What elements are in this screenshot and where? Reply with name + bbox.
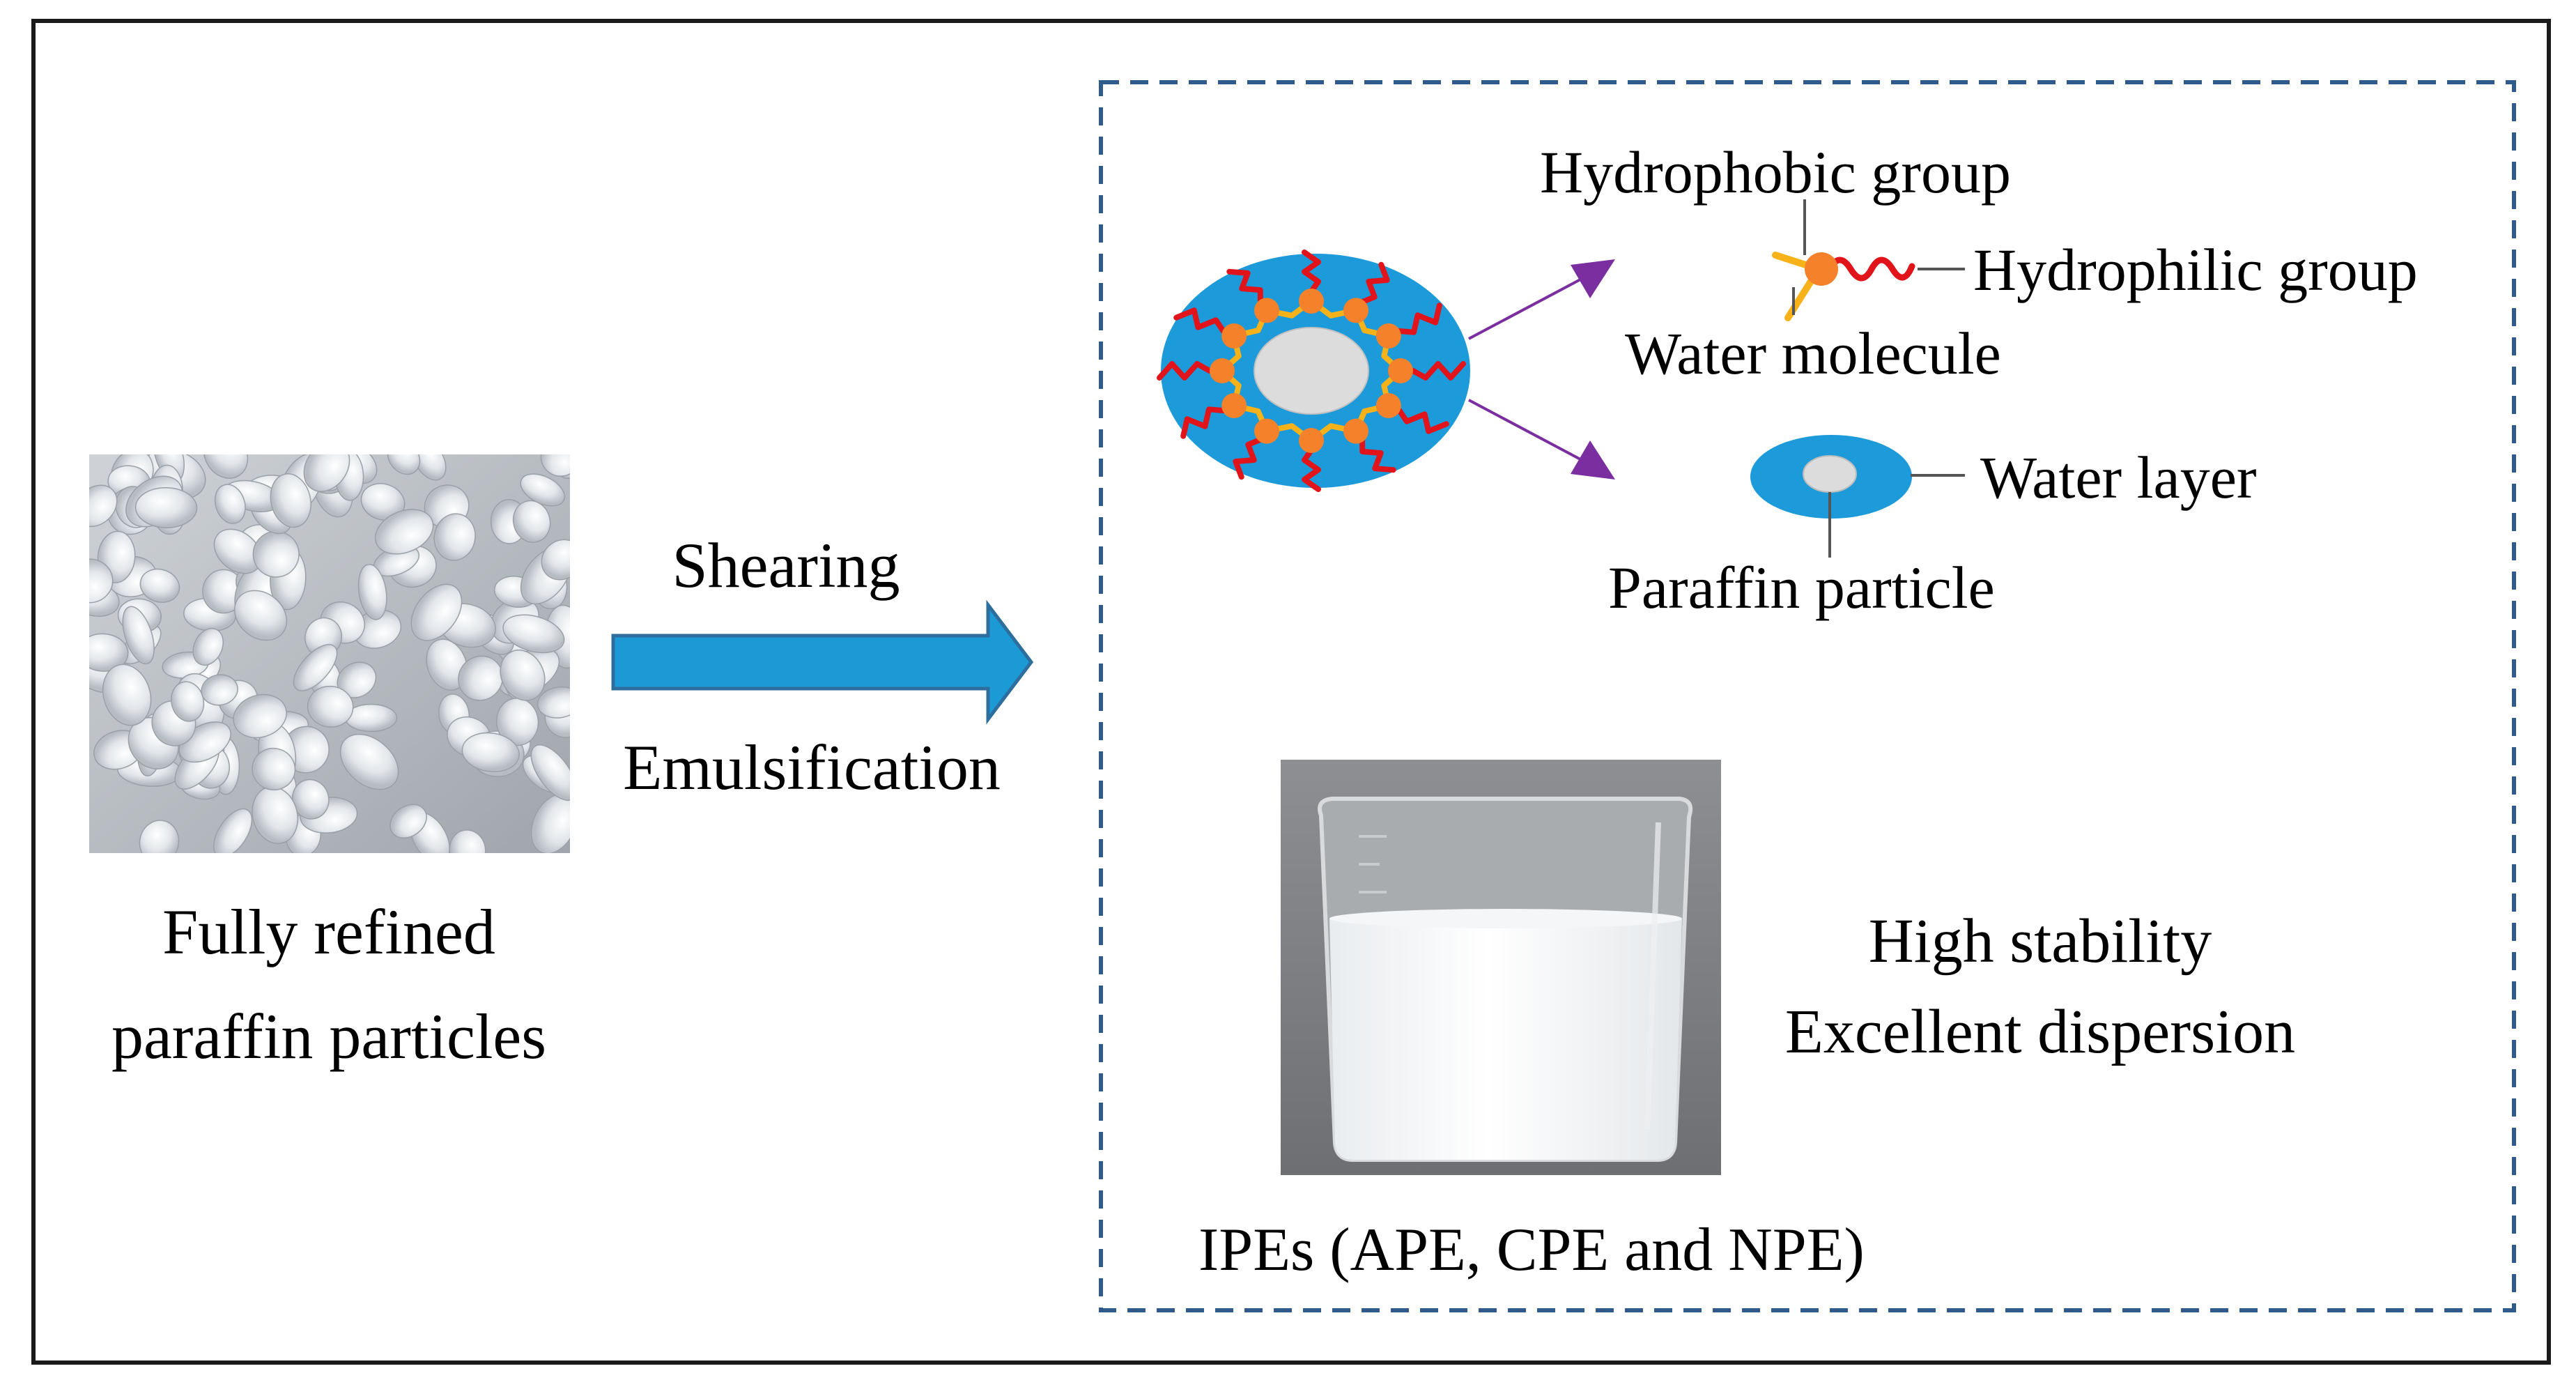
paraffin-pellet [390, 804, 427, 839]
micelle-tail [1396, 408, 1449, 434]
hydrophobic-group-label: Hydrophobic group [1540, 139, 2011, 206]
micelle-tail [1173, 307, 1226, 334]
micelle-head [1388, 358, 1413, 383]
paraffin-pellet [426, 638, 468, 691]
dispersion-label: Excellent dispersion [1785, 997, 2295, 1066]
paraffin-pellet [495, 698, 539, 746]
micelle-head [1343, 418, 1368, 444]
micelle-tail [1410, 361, 1466, 381]
micelle-head [1299, 289, 1324, 314]
outer-frame [31, 19, 2551, 1365]
water-layer-label: Water layer [1980, 444, 2257, 511]
paraffin-pellet [203, 454, 249, 479]
result-dashed-frame [1099, 80, 2516, 1312]
paraffin-pellet [537, 686, 570, 719]
micelle-tail [1226, 268, 1263, 305]
paraffin-pellet [201, 674, 238, 706]
process-arrow [611, 599, 1034, 725]
paraffin-pellet [374, 509, 434, 555]
emulsion-beaker-photo [1281, 760, 1721, 1175]
paraffin-pellets-photo [89, 454, 570, 853]
micelle-head [1221, 393, 1247, 418]
paraffin-pellet [512, 500, 551, 543]
paraffin-pellet [233, 590, 288, 641]
paraffin-pellet [139, 820, 180, 853]
micelle-head [1254, 298, 1279, 323]
stability-label: High stability [1869, 907, 2212, 976]
paraffin-pellet [307, 685, 354, 728]
micelle-tail [1233, 436, 1263, 480]
paraffin-pellet [252, 747, 296, 791]
paraffin-pellet [102, 664, 152, 726]
water-molecule-label: Water molecule [1625, 320, 2001, 387]
paraffin-pellet [540, 454, 570, 477]
paraffin-pellet [293, 644, 338, 691]
paraffin-pellet [89, 558, 114, 604]
micelle-tail [1302, 250, 1321, 294]
paraffin-pellet [360, 483, 406, 521]
paraffin-particle-label: Paraffin particle [1608, 554, 1995, 621]
paraffin-pellet [192, 627, 224, 666]
micelle-head [1210, 358, 1235, 383]
micelle-head [1375, 323, 1401, 348]
micelle-tail [1157, 361, 1212, 381]
hydrophilic-group-label: Hydrophilic group [1973, 236, 2418, 303]
shearing-label: Shearing [672, 530, 900, 601]
paraffin-caption-line2: paraffin particles [111, 1001, 546, 1072]
water-layer-droplet [1750, 435, 1912, 519]
paraffin-pellet [139, 568, 180, 603]
paraffin-pellet [410, 583, 463, 641]
paraffin-pellet [214, 484, 246, 524]
micelle-tail [1359, 436, 1396, 473]
hydrophobic-head-circle [1805, 252, 1838, 286]
micelle-head [1375, 393, 1401, 418]
micelle-structure [1157, 250, 1470, 492]
micelle-tail [1359, 261, 1390, 305]
micelle-head [1221, 323, 1247, 348]
paraffin-pellet [134, 486, 198, 528]
micelle-tail [1180, 406, 1226, 439]
paraffin-pellet [502, 614, 565, 654]
paraffin-pellet [530, 744, 570, 801]
paraffin-pellet [541, 539, 570, 581]
paraffin-pellet [357, 564, 387, 620]
paraffin-pellet [213, 808, 253, 853]
ipe-caption: IPEs (APE, CPE and NPE) [1198, 1216, 1865, 1284]
micelle-tail [1396, 302, 1442, 335]
paraffin-pellet [233, 693, 287, 739]
paraffin-pellet [122, 606, 155, 665]
paraffin-pellet [339, 733, 399, 790]
micelle-head [1254, 418, 1279, 444]
micelle-head [1343, 298, 1368, 323]
paraffin-pellet [89, 484, 118, 528]
micelle-head [1299, 428, 1324, 453]
surfactant-molecule [1772, 252, 1915, 321]
droplet-paraffin-core [1803, 455, 1857, 493]
emulsification-label: Emulsification [623, 732, 1001, 803]
paraffin-pellet [89, 633, 129, 672]
paraffin-pellet [433, 513, 476, 561]
paraffin-pellet [270, 473, 311, 528]
paraffin-pellet [458, 655, 504, 701]
micelle-tail [1302, 447, 1321, 492]
paraffin-caption-line1: Fully refined [162, 896, 495, 967]
pointer-arrow-to-surfactant [1468, 259, 1615, 340]
paraffin-pellet [387, 454, 421, 475]
pointer-arrow-to-droplet [1468, 399, 1615, 480]
paraffin-pellet [461, 732, 520, 773]
paraffin-pellet [500, 650, 546, 701]
paraffin-pellet [449, 829, 486, 853]
paraffin-pellet [303, 454, 350, 492]
micelle-paraffin-core [1254, 327, 1369, 415]
